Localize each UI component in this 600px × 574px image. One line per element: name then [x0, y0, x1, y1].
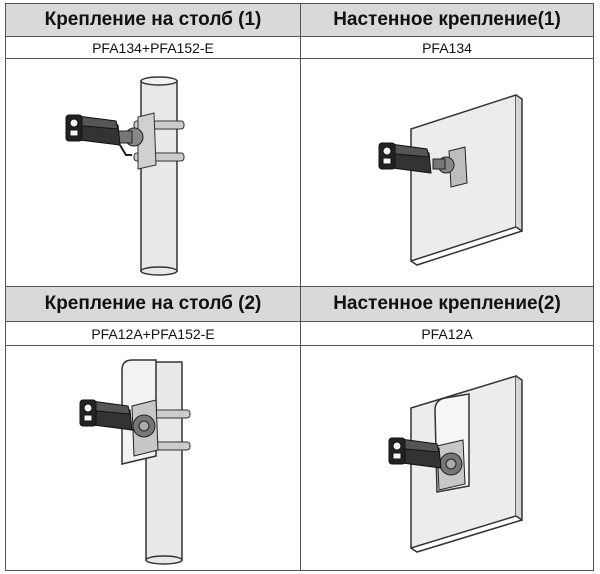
cell-model: PFA12A+PFA152-E: [6, 322, 300, 346]
cell-model: PFA134: [301, 37, 593, 59]
row-divider: [6, 286, 593, 287]
cell-title: Крепление на столб (1): [6, 4, 300, 37]
wall-mount-2-illustration: [301, 346, 593, 570]
cell-model: PFA134+PFA152-E: [6, 37, 300, 59]
pole-mount-1-illustration: [6, 59, 300, 286]
cell-model: PFA12A: [301, 322, 593, 346]
cell-title: Настенное крепление(1): [301, 4, 593, 37]
mounting-options-table: Крепление на столб (1) PFA134+PFA152-E Н…: [5, 3, 594, 571]
column-divider: [300, 4, 301, 570]
wall-mount-1-illustration: [301, 59, 593, 286]
cell-title: Настенное крепление(2): [301, 287, 593, 322]
cell-title: Крепление на столб (2): [6, 287, 300, 322]
pole-mount-2-illustration: [6, 346, 300, 570]
